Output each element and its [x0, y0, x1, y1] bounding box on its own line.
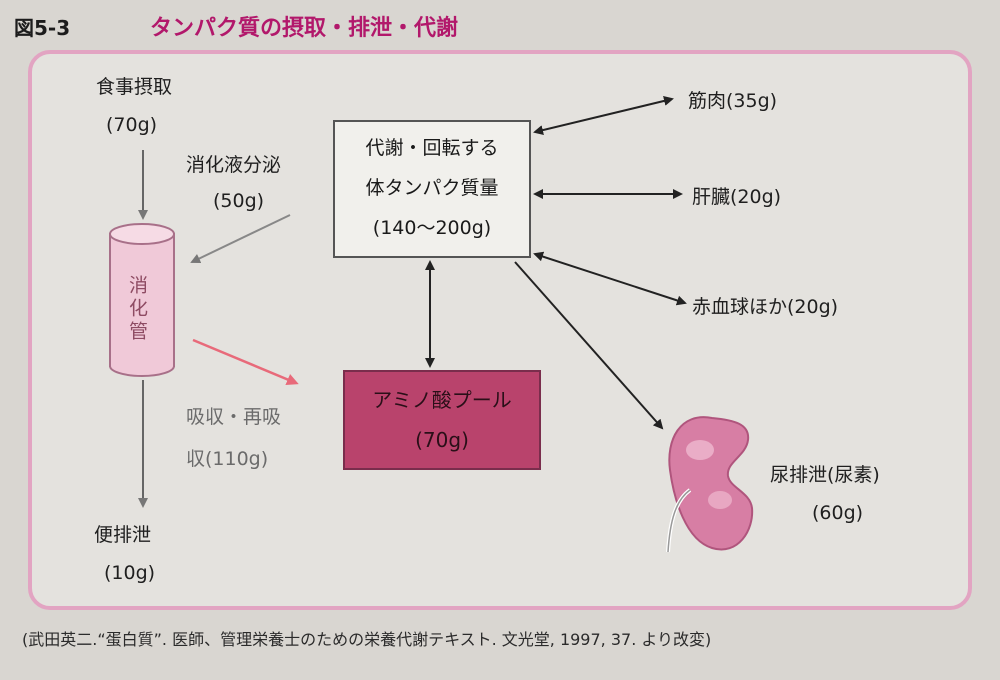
absorption-label-1: 吸収・再吸 — [186, 406, 282, 428]
arrow-secretion-to-gut — [190, 214, 291, 264]
amino-pool-line1: アミノ酸プール — [372, 388, 512, 412]
amino-pool-line2: (70g) — [415, 428, 469, 452]
urinary-amount: (60g) — [812, 502, 864, 524]
arrow-absorption — [192, 338, 299, 386]
food-intake-label: 食事摂取 — [96, 76, 173, 98]
fecal-amount: (10g) — [104, 562, 156, 584]
absorption-label-2: 収(110g) — [186, 448, 269, 470]
digestive-tract-icon — [109, 223, 175, 377]
fecal-label: 便排泄 — [94, 524, 152, 546]
secretion-amount: (50g) — [213, 190, 265, 212]
arrow-body-rbc — [533, 251, 687, 306]
amino-acid-pool-box: アミノ酸プール (70g) — [343, 370, 541, 470]
figure-title: タンパク質の摂取・排泄・代謝 — [150, 16, 459, 41]
rbc-label: 赤血球ほか(20g) — [692, 296, 839, 318]
body-protein-line1: 代謝・回転する — [365, 137, 499, 159]
urinary-label: 尿排泄(尿素) — [770, 464, 880, 486]
muscle-label: 筋肉(35g) — [688, 90, 778, 112]
gut-label: 消化管 — [126, 275, 148, 344]
body-protein-line3: (140〜200g) — [372, 217, 492, 239]
secretion-label: 消化液分泌 — [186, 154, 282, 176]
arrow-body-kidney — [514, 261, 664, 430]
figure-number: 図5-3 — [14, 16, 71, 40]
arrow-body-muscle — [533, 96, 674, 135]
citation: (武田英二.“蛋白質”. 医師、管理栄養士のための栄養代謝テキスト. 文光堂, … — [22, 630, 712, 649]
body-protein-line2: 体タンパク質量 — [365, 177, 499, 199]
food-intake-amount: (70g) — [106, 114, 158, 136]
liver-label: 肝臓(20g) — [692, 186, 782, 208]
body-protein-box: 代謝・回転する 体タンパク質量 (140〜200g) — [333, 120, 531, 258]
kidney-icon — [666, 416, 754, 553]
